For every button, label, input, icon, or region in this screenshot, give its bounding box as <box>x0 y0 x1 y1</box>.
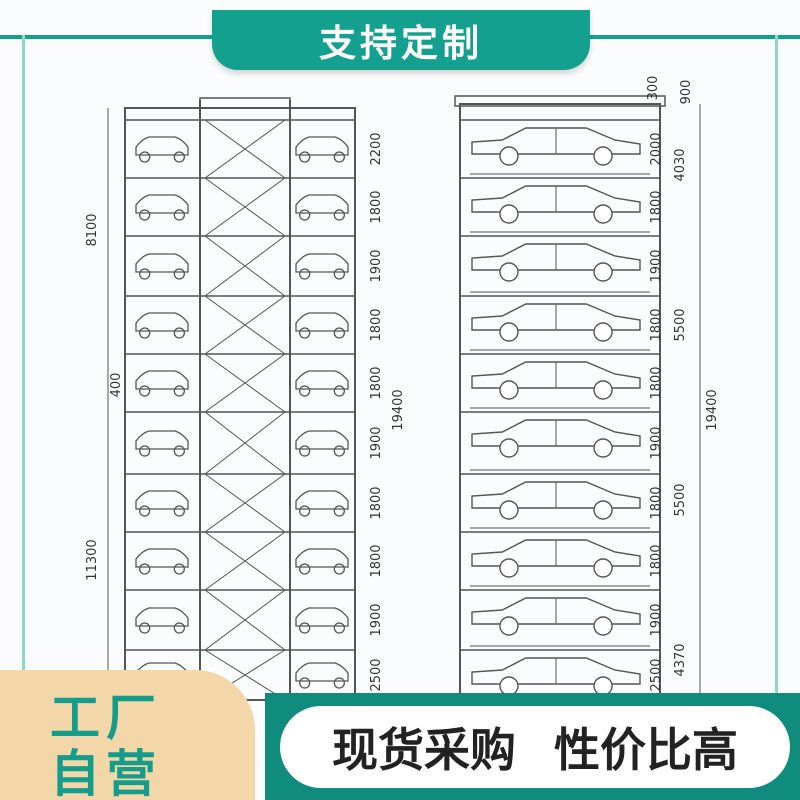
left-frame <box>124 107 356 701</box>
left-outer-dim: 11300 <box>85 539 100 580</box>
right-level-dim: 1800 <box>649 544 664 577</box>
right-level-dim: 1900 <box>649 249 664 282</box>
dimension-labels: 8100 400 11300 2200 1800 1900 1800 1800 1900 1800… <box>85 76 720 692</box>
bottom-banner-inner: 现货采购 性价比高 <box>280 706 790 788</box>
left-level-dim: 1800 <box>369 308 384 341</box>
left-outer-dim: 400 <box>109 373 124 398</box>
right-car-side <box>471 539 641 578</box>
left-level-dim: 1800 <box>369 190 384 223</box>
left-car-front <box>295 194 349 221</box>
left-car-front <box>135 430 189 457</box>
left-car-front <box>295 430 349 457</box>
left-level-dim: 1900 <box>369 249 384 282</box>
right-car-side <box>471 657 641 696</box>
left-outer-dim: 8100 <box>85 213 100 246</box>
right-section-view <box>454 95 701 701</box>
left-car-front <box>295 607 349 634</box>
left-car-front <box>135 370 189 397</box>
right-top-dim: 900 <box>679 80 694 105</box>
left-level-dim: 1900 <box>369 603 384 636</box>
right-level-dim: 1800 <box>649 486 664 519</box>
right-level-dim: 1900 <box>649 426 664 459</box>
left-car-front <box>295 136 349 163</box>
right-car-side <box>471 127 641 166</box>
right-top-dim: 300 <box>646 76 661 101</box>
custom-banner: 支持定制 <box>212 10 590 70</box>
left-brace <box>204 353 286 413</box>
left-brace <box>204 531 286 591</box>
left-level-dim: 1800 <box>369 366 384 399</box>
left-level-dim: 1800 <box>369 486 384 519</box>
left-car-front <box>135 253 189 280</box>
right-group-dim: 5500 <box>673 308 688 341</box>
left-car-front <box>135 607 189 634</box>
left-brace <box>204 177 286 237</box>
badge-line-1: 工厂 <box>50 689 162 747</box>
left-brace <box>204 235 286 297</box>
left-car-front <box>295 312 349 339</box>
left-car-front <box>135 136 189 163</box>
right-car-side <box>471 361 641 400</box>
left-total-dim: 19400 <box>391 389 406 430</box>
left-car-front <box>295 548 349 575</box>
left-level-dim: 2200 <box>369 132 384 165</box>
badge-line-2: 自营 <box>50 745 162 800</box>
right-group-dim: 4030 <box>673 148 688 181</box>
factory-badge-text: 工厂 自营 <box>50 690 180 800</box>
left-level-dim: 2500 <box>369 658 384 691</box>
right-level-dim: 2500 <box>649 658 664 691</box>
right-level-dim: 1800 <box>649 366 664 399</box>
left-elevation-view <box>107 97 356 701</box>
bottom-right-text: 性价比高 <box>554 723 738 777</box>
left-car-front <box>135 548 189 575</box>
left-car-front <box>295 370 349 397</box>
right-level-dim: 1900 <box>649 603 664 636</box>
left-brace <box>204 411 286 475</box>
right-car-side <box>471 243 641 282</box>
left-top-beam <box>199 97 291 109</box>
left-brace <box>204 295 286 355</box>
right-car-side <box>471 303 641 342</box>
left-car-front <box>295 253 349 280</box>
right-total-dim: 19400 <box>705 389 720 430</box>
left-brace <box>204 119 286 179</box>
left-accent-line <box>22 35 25 735</box>
right-level-dim: 1800 <box>649 190 664 223</box>
right-level-dim: 2000 <box>649 132 664 165</box>
right-top-beam <box>454 95 666 107</box>
left-level-dim: 1800 <box>369 544 384 577</box>
right-car-side <box>471 481 641 520</box>
right-level-dim: 1800 <box>649 308 664 341</box>
left-brace <box>204 473 286 533</box>
right-car-side <box>471 185 641 224</box>
left-car-front <box>295 662 349 689</box>
bottom-left-text: 现货采购 <box>332 723 516 777</box>
left-car-front <box>135 490 189 517</box>
left-car-front <box>135 194 189 221</box>
right-car-side <box>471 597 641 636</box>
right-group-dim: 5500 <box>673 483 688 516</box>
left-brace <box>204 589 286 651</box>
left-car-front <box>295 490 349 517</box>
right-group-dim: 4370 <box>673 643 688 676</box>
left-car-front <box>135 312 189 339</box>
factory-badge <box>0 670 255 800</box>
left-level-dim: 1900 <box>369 426 384 459</box>
right-accent-line <box>775 35 778 735</box>
right-car-side <box>471 419 641 458</box>
